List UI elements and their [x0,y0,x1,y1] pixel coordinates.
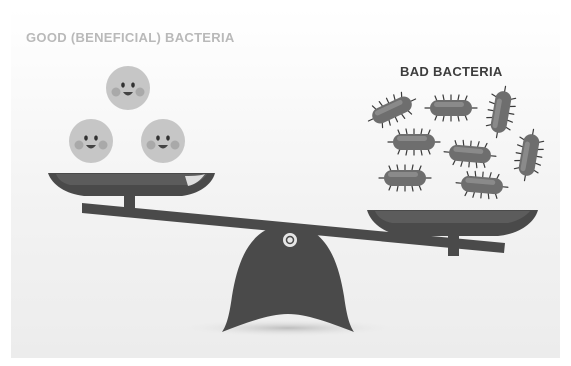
bad-bacteria-group [363,84,546,200]
bad-bacterium-icon [388,129,440,155]
bad-bacterium-icon [512,127,547,183]
good-bacteria-group [69,66,185,163]
ground-shadow [178,319,398,337]
good-bacteria-label: GOOD (BENEFICIAL) BACTERIA [26,30,235,45]
good-bacterium-icon [69,119,113,163]
bad-bacterium-icon [379,165,431,191]
good-bacterium-icon [106,66,150,110]
bad-bacterium-icon [363,87,421,133]
pivot-icon [282,232,298,248]
good-bacterium-icon [141,119,185,163]
bad-bacterium-icon [484,84,519,140]
bad-bacterium-icon [455,170,509,200]
bad-bacterium-icon [425,95,477,121]
bad-bacteria-label: BAD BACTERIA [400,64,503,79]
bad-bacterium-icon [443,139,497,169]
